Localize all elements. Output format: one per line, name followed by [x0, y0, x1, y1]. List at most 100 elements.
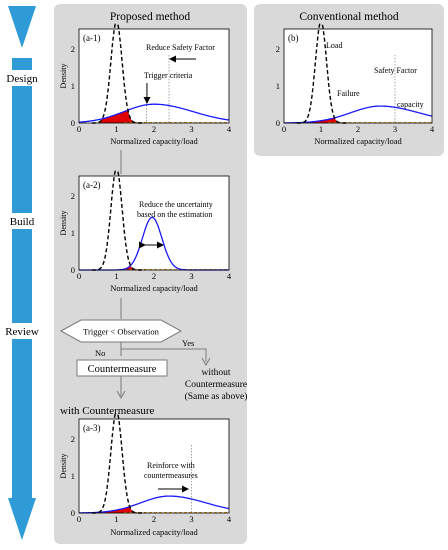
chart-a1-tag: (a-1) [83, 33, 101, 43]
proposed-panel-bg [54, 4, 247, 544]
annotation-capacity: capacity [397, 100, 424, 109]
chart-a2-frame [78, 175, 230, 271]
y-tick-label: 0 [71, 265, 75, 275]
stage-label-bg-design [2, 70, 42, 86]
chart-a2-xticks: 0 1 2 3 4 [77, 271, 232, 281]
stage-label-bg-review [2, 323, 42, 339]
x-tick-label: 0 [77, 271, 81, 281]
chart-b-xlabel: Normalized capacity/load [314, 136, 402, 146]
chart-a2: (a-2) Density 0 1 2 0 1 2 3 4 Normalized… [59, 170, 232, 293]
chart-a3-xticks: 0 1 2 3 4 [77, 514, 232, 524]
x-tick-label: 1 [319, 124, 323, 134]
chart-a3: (a-3) Density 0 1 2 0 1 2 3 4 Normalized… [59, 413, 232, 537]
x-tick-label: 4 [227, 271, 232, 281]
x-tick-label: 2 [152, 514, 156, 524]
chart-b-yticks: 0 1 2 [276, 44, 280, 128]
load-curve [92, 170, 145, 271]
annotation-load: Load [326, 41, 342, 50]
annotation-reinforce-1: Reinforce with [147, 461, 195, 470]
chart-b-tag: (b) [288, 33, 299, 43]
y-tick-label: 0 [71, 118, 75, 128]
y-tick-label: 1 [71, 81, 75, 91]
chart-b-xticks: 0 1 2 3 4 [282, 124, 435, 134]
load-curve [296, 23, 349, 124]
annotation-reinforce-2: countermeasures [144, 471, 198, 480]
stage-arrow-top [8, 6, 36, 48]
capacity-curve [79, 495, 230, 514]
chart-a1-yticks: 0 1 2 [71, 44, 75, 128]
chart-a2-bg [79, 176, 229, 270]
chart-a3-bg [79, 419, 229, 513]
x-tick-label: 1 [114, 271, 118, 281]
yes-arrowhead [201, 357, 211, 367]
x-tick-label: 2 [356, 124, 360, 134]
x-tick-label: 2 [152, 124, 156, 134]
y-tick-label: 2 [71, 434, 75, 444]
without-countermeasure-3: (Same as above) [185, 391, 248, 402]
without-countermeasure-2: Countermeasure [185, 380, 247, 390]
x-tick-label: 0 [77, 514, 81, 524]
countermeasure-arrowhead [116, 390, 126, 400]
countermeasure-label: Countermeasure [88, 364, 157, 375]
x-tick-label: 3 [393, 124, 397, 134]
chart-a1-ylabel: Density [59, 64, 68, 89]
chart-a2-ylabel: Density [59, 211, 68, 236]
stage-arrow-shaft [12, 58, 32, 508]
chart-a2-xlabel: Normalized capacity/load [110, 283, 198, 293]
x-tick-label: 4 [227, 124, 232, 134]
chart-a1-bg [79, 29, 229, 123]
chart-a3-ylabel: Density [59, 454, 68, 479]
annotation-reduce-uncertainty-2: based on the estimation [137, 210, 212, 219]
x-tick-label: 3 [189, 124, 193, 134]
chart-b: (b) 0 1 2 0 1 2 3 4 Normalized capacity/… [276, 23, 435, 146]
chart-b-frame [283, 28, 433, 124]
chart-b-bg [284, 29, 432, 123]
x-tick-label: 1 [114, 514, 118, 524]
failure-region [97, 506, 162, 513]
load-curve [92, 413, 145, 514]
stage-label-build: Build [10, 216, 35, 228]
x-tick-label: 3 [189, 514, 193, 524]
stage-label-design: Design [6, 73, 38, 85]
with-countermeasure-label: with Countermeasure [60, 405, 155, 417]
annotation-reduce-safety-factor: Reduce Safety Factor [146, 43, 215, 52]
y-tick-label: 0 [276, 118, 280, 128]
y-tick-label: 2 [71, 44, 75, 54]
connector-yes-branch [121, 348, 207, 362]
countermeasure-box [76, 359, 168, 377]
capacity-curve [284, 105, 433, 124]
annotation-reduce-uncertainty-1: Reduce the uncertainty [139, 200, 213, 209]
flow-yes-label: Yes [182, 338, 194, 348]
chart-a3-xlabel: Normalized capacity/load [110, 527, 198, 537]
flow-no-label: No [95, 348, 105, 358]
load-curve [92, 23, 145, 124]
without-countermeasure-1: without [201, 368, 230, 378]
capacity-curve [78, 103, 230, 123]
chart-a3-tag: (a-3) [83, 423, 101, 433]
decision-trigger-observation [59, 319, 183, 343]
y-tick-label: 0 [71, 508, 75, 518]
chart-a1: (a-1) Density 0 1 2 0 1 2 3 4 Normalized… [59, 23, 232, 146]
x-tick-label: 4 [227, 514, 232, 524]
x-tick-label: 3 [189, 271, 193, 281]
chart-a2-tag: (a-2) [83, 180, 101, 190]
stage-label-review: Review [5, 326, 39, 338]
stage-label-bg-build [2, 213, 42, 229]
chart-a1-xticks: 0 1 2 3 4 [77, 124, 232, 134]
x-tick-label: 0 [282, 124, 286, 134]
y-tick-label: 1 [276, 81, 280, 91]
y-tick-label: 2 [276, 44, 280, 54]
chart-a1-xlabel: Normalized capacity/load [110, 136, 198, 146]
annotation-safety-factor: Safety Factor [374, 66, 417, 75]
decision-label: Trigger < Observation [83, 327, 160, 337]
annotation-trigger-criteria: Trigger criteria [144, 71, 193, 80]
chart-a2-yticks: 0 1 2 [71, 191, 75, 275]
proposed-title: Proposed method [110, 11, 190, 23]
x-tick-label: 4 [430, 124, 435, 134]
conventional-title: Conventional method [299, 11, 399, 23]
stage-arrow: Design Build Review [2, 6, 42, 540]
failure-region [97, 265, 162, 270]
x-tick-label: 2 [152, 271, 156, 281]
chart-a3-yticks: 0 1 2 [71, 434, 75, 518]
